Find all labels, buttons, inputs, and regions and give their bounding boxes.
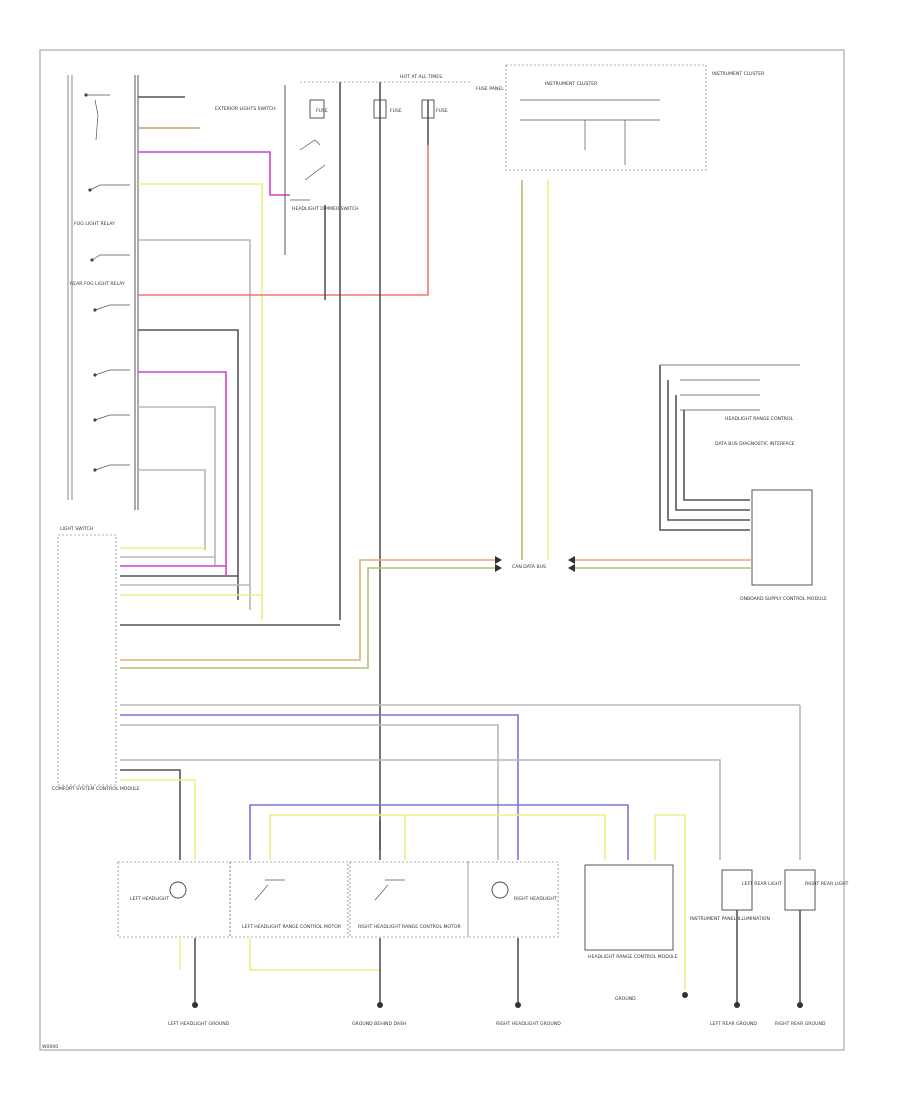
onboard-supply-control-module <box>751 489 813 586</box>
headlight-range-control-label: HEADLIGHT RANGE CONTROL <box>725 416 794 422</box>
fuse-a-label: FUSE <box>316 108 328 114</box>
rear-fog-light-relay-label: REAR FOG LIGHT RELAY <box>70 281 125 287</box>
ground-right-rear-label: RIGHT REAR GROUND <box>775 1021 826 1027</box>
footer-code: W0000 <box>42 1044 58 1050</box>
data-bus-diagnostic-interface: HEADLIGHT RANGE CONTROL DATA BUS DIAGNOS… <box>659 364 800 531</box>
fuse-panel-label: FUSE PANEL <box>476 86 504 92</box>
ground-left-headlight-label: LEFT HEADLIGHT GROUND <box>168 1021 230 1027</box>
ground-behind-dash-label: GROUND BEHIND DASH <box>352 1021 406 1027</box>
right-range-motor: RIGHT HEADLIGHT RANGE CONTROL MOTOR <box>349 861 469 938</box>
switch-output-wires <box>138 96 429 620</box>
right-range-motor-label: RIGHT HEADLIGHT RANGE CONTROL MOTOR <box>358 924 461 930</box>
fog-light-relay-label: FOG LIGHT RELAY <box>74 221 115 227</box>
left-range-motor: LEFT HEADLIGHT RANGE CONTROL MOTOR <box>229 861 349 938</box>
fuse-panel: HOT AT ALL TIMES FUSE FUSE FUSE FUSE PAN… <box>300 74 504 850</box>
exterior-lights-switch-label: EXTERIOR LIGHTS SWITCH <box>215 106 276 112</box>
ground-right-headlight-label: RIGHT HEADLIGHT GROUND <box>496 1021 561 1027</box>
range-control-module-label: HEADLIGHT RANGE CONTROL MODULE <box>588 954 678 960</box>
exterior-lights-switch-assembly: FOG LIGHT RELAY REAR FOG LIGHT RELAY <box>67 75 139 510</box>
left-headlight-label: LEFT HEADLIGHT <box>130 896 169 902</box>
ground-left-rear-label: LEFT REAR GROUND <box>710 1021 757 1027</box>
rear-lights: LEFT REAR LIGHT RIGHT REAR LIGHT <box>742 869 849 911</box>
left-range-motor-label: LEFT HEADLIGHT RANGE CONTROL MOTOR <box>242 924 342 930</box>
instrument-cluster-side-label: INSTRUMENT CLUSTER <box>712 71 765 77</box>
data-bus-diagnostic-label: DATA BUS DIAGNOSTIC INTERFACE <box>715 441 795 447</box>
fuse-b-label: FUSE <box>390 108 402 114</box>
light-switch-label: LIGHT SWITCH <box>60 526 93 532</box>
illumination-label: INSTRUMENT PANEL ILLUMINATION <box>690 916 770 922</box>
right-rear-light-label: RIGHT REAR LIGHT <box>805 881 849 887</box>
fuse-c-label: FUSE <box>436 108 448 114</box>
ground-leads: LEFT HEADLIGHT GROUND GROUND BEHIND DASH… <box>168 910 826 1027</box>
right-headlight-label: RIGHT HEADLIGHT <box>514 896 557 902</box>
range-control-wires <box>120 704 801 990</box>
instrument-panel-illumination: INSTRUMENT PANEL ILLUMINATION <box>690 869 770 922</box>
ground-instrument-label: GROUND <box>615 996 636 1002</box>
right-headlight: RIGHT HEADLIGHT <box>467 861 559 938</box>
hot-at-all-times-label: HOT AT ALL TIMES <box>400 74 442 80</box>
can-data-bus: CAN DATA BUS <box>120 556 752 669</box>
left-headlight: LEFT HEADLIGHT <box>117 861 231 938</box>
headlight-range-control-module: HEADLIGHT RANGE CONTROL MODULE <box>584 864 678 960</box>
instrument-cluster-label: INSTRUMENT CLUSTER <box>545 81 598 87</box>
instrument-cluster-top: INSTRUMENT CLUSTER INSTRUMENT CLUSTER <box>505 64 765 560</box>
left-rear-light-label: LEFT REAR LIGHT <box>742 881 782 887</box>
comfort-system-control-module-label: COMFORT SYSTEM CONTROL MODULE <box>52 786 140 792</box>
diagram-frame <box>39 49 845 1051</box>
light-switch-connector: LIGHT SWITCH COMFORT SYSTEM CONTROL MODU… <box>52 526 340 792</box>
onboard-supply-control-module-label: ONBOARD SUPPLY CONTROL MODULE <box>740 596 827 602</box>
can-data-bus-label: CAN DATA BUS <box>512 564 546 570</box>
